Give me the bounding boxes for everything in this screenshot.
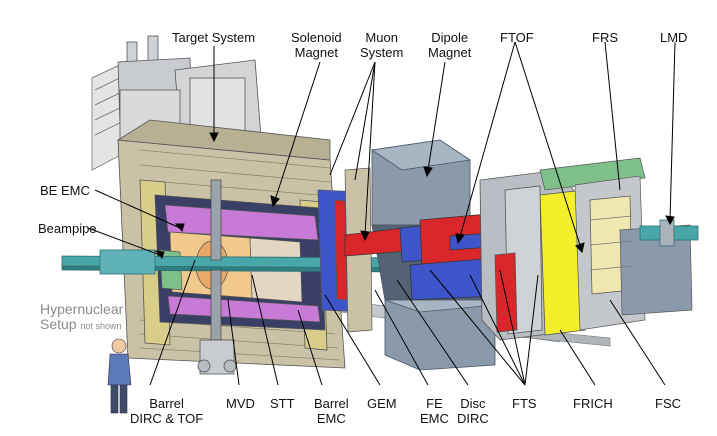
lmd: [639, 219, 699, 247]
label-barrel-dirc-line2: DIRC & TOF: [130, 411, 204, 426]
label-hypernuclear-line2: Setup not shown: [40, 317, 123, 334]
label-barrel-emc-line2: EMC: [316, 411, 346, 426]
label-ftof: FTOF: [500, 30, 534, 45]
label-gem: GEM: [367, 396, 397, 411]
label-be-emc: BE EMC: [40, 183, 90, 198]
label-dipole-magnet-line1: Dipole: [431, 30, 469, 45]
label-frich: FRICH: [573, 396, 613, 411]
label-muon-system: Muon System: [360, 30, 403, 60]
label-fts: FTS: [512, 396, 537, 411]
frs-frame: [539, 157, 693, 331]
label-hypernuclear-line1: Hypernuclear: [40, 301, 124, 317]
label-setup-word: Setup: [40, 316, 77, 332]
label-stt: STT: [270, 396, 295, 411]
frich: [479, 169, 586, 341]
label-fe-emc: FE EMC: [420, 396, 449, 426]
label-barrel-dirc-line1: Barrel: [149, 396, 184, 411]
label-frs: FRS: [592, 30, 618, 45]
label-barrel-emc: Barrel EMC: [314, 396, 349, 426]
label-fsc: FSC: [655, 396, 681, 411]
label-disc-dirc: Disc DIRC: [457, 396, 489, 426]
label-beampipe: Beampipe: [38, 221, 97, 236]
pointer-lines: [87, 41, 676, 386]
label-muon-system-line2: System: [360, 45, 404, 60]
label-solenoid-magnet: Solenoid Magnet: [291, 30, 342, 60]
label-dipole-magnet-line2: Magnet: [428, 45, 472, 60]
label-mvd: MVD: [226, 396, 255, 411]
label-solenoid-magnet-line2: Magnet: [294, 45, 338, 60]
label-fe-emc-line2: EMC: [420, 411, 449, 426]
label-disc-dirc-line2: DIRC: [457, 411, 489, 426]
label-fe-emc-line1: FE: [426, 396, 443, 411]
label-target-system: Target System: [172, 30, 256, 45]
label-solenoid-magnet-line1: Solenoid: [291, 30, 342, 45]
label-muon-system-line1: Muon: [365, 30, 398, 45]
target-pipe: [197, 179, 237, 375]
label-hypernuclear-setup: Hypernuclear Setup not shown: [40, 302, 123, 334]
label-barrel-emc-line1: Barrel: [314, 396, 349, 411]
label-disc-dirc-line1: Disc: [460, 396, 486, 411]
label-lmd: LMD: [660, 30, 688, 45]
label-not-shown: not shown: [80, 321, 122, 331]
label-dipole-magnet: Dipole Magnet: [428, 30, 471, 60]
person-figure: [107, 338, 132, 414]
label-barrel-dirc-tof: Barrel DIRC & TOF: [130, 396, 203, 426]
